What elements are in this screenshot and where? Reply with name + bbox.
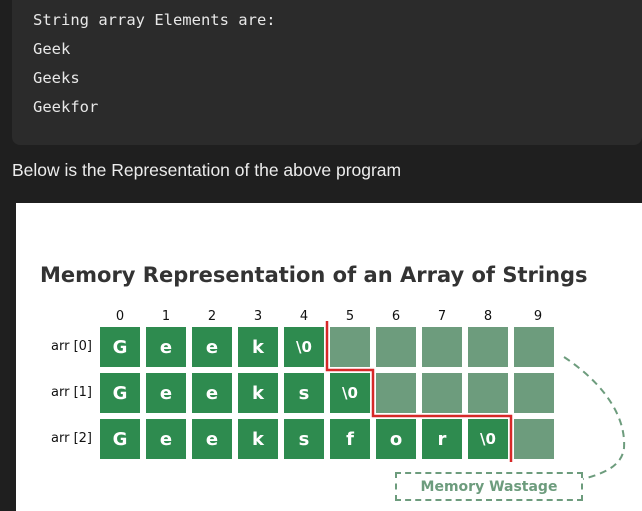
empty-array-cell [468, 327, 508, 367]
diagram-title: Memory Representation of an Array of Str… [40, 263, 588, 287]
wastage-connector [563, 356, 626, 480]
column-index: 5 [345, 309, 355, 324]
empty-array-cell [376, 327, 416, 367]
empty-array-cell [514, 373, 554, 413]
array-cell: e [146, 327, 186, 367]
array-cell: \0 [330, 373, 370, 413]
empty-array-cell [514, 419, 554, 459]
empty-array-cell [514, 327, 554, 367]
code-output-line: Geekfor [33, 98, 99, 116]
column-index: 8 [483, 309, 493, 324]
used-memory-boundary [325, 321, 513, 462]
array-cell: o [376, 419, 416, 459]
column-index: 6 [391, 309, 401, 324]
diagram-overlay [325, 321, 626, 480]
array-cell: k [238, 419, 278, 459]
code-output-line: String array Elements are: [33, 11, 276, 29]
empty-array-cell [468, 373, 508, 413]
row-label: arr [0] [51, 339, 92, 354]
array-cell: e [192, 373, 232, 413]
array-cell: k [238, 373, 278, 413]
array-cell: G [100, 373, 140, 413]
array-cell: k [238, 327, 278, 367]
array-cell: f [330, 419, 370, 459]
empty-array-cell [330, 327, 370, 367]
array-cell: s [284, 373, 324, 413]
memory-wastage-label: Memory Wastage [395, 472, 583, 501]
column-index: 1 [161, 309, 171, 324]
empty-array-cell [422, 327, 462, 367]
code-output-line: Geek [33, 40, 71, 58]
column-index: 9 [533, 309, 543, 324]
row-label: arr [1] [51, 385, 92, 400]
array-memory-diagram: Memory Representation of an Array of Str… [16, 203, 642, 511]
array-cell: G [100, 327, 140, 367]
figure-caption: Below is the Representation of the above… [12, 160, 402, 180]
column-index: 4 [299, 309, 309, 324]
array-cell: G [100, 419, 140, 459]
column-index: 0 [115, 309, 125, 324]
array-cell: e [146, 419, 186, 459]
code-output-block: String array Elements are: Geek Geeks Ge… [12, 0, 642, 145]
column-index: 3 [253, 309, 263, 324]
array-cell: e [192, 327, 232, 367]
array-cell: e [146, 373, 186, 413]
column-index: 7 [437, 309, 447, 324]
column-index: 2 [207, 309, 217, 324]
array-cell: \0 [468, 419, 508, 459]
code-output-line: Geeks [33, 69, 80, 87]
array-cell: \0 [284, 327, 324, 367]
empty-array-cell [376, 373, 416, 413]
array-cell: e [192, 419, 232, 459]
empty-array-cell [422, 373, 462, 413]
row-label: arr [2] [51, 431, 92, 446]
array-cell: r [422, 419, 462, 459]
array-cell: s [284, 419, 324, 459]
